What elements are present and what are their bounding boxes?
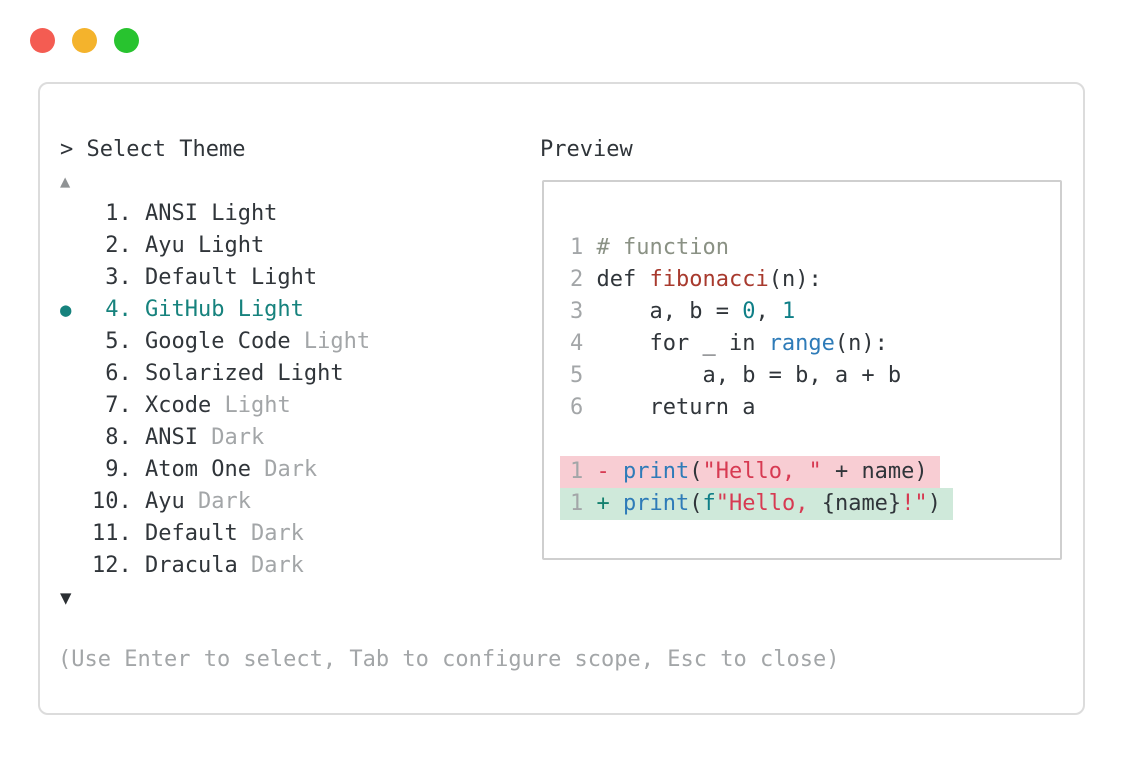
theme-item-label: 3. Default Light xyxy=(92,265,318,290)
line-number: 2 xyxy=(570,267,597,292)
keyboard-hint: (Use Enter to select, Tab to configure s… xyxy=(58,647,840,672)
theme-list-item[interactable]: 9. Atom One Dark xyxy=(60,454,370,486)
palette-header: > Select Theme xyxy=(60,134,245,166)
theme-item-label: 11. Default Dark xyxy=(92,521,304,546)
line-number: 3 xyxy=(570,299,597,324)
theme-variant-suffix: Dark xyxy=(197,425,265,450)
code-token: , xyxy=(755,299,782,324)
code-line: 2 def fibonacci(n): xyxy=(570,264,953,296)
theme-list-item[interactable]: 10. Ayu Dark xyxy=(60,486,370,518)
selected-bullet-icon xyxy=(60,326,92,358)
selected-bullet-icon: ● xyxy=(60,299,72,321)
selected-bullet-icon xyxy=(60,262,92,294)
theme-list: 1. ANSI Light 2. Ayu Light 3. Default Li… xyxy=(60,198,370,582)
selected-bullet-icon xyxy=(60,550,92,582)
theme-item-label: 1. ANSI Light xyxy=(92,201,278,226)
theme-item-label: 12. Dracula Dark xyxy=(92,553,304,578)
theme-list-item[interactable]: 12. Dracula Dark xyxy=(60,550,370,582)
theme-variant-suffix: Light xyxy=(290,329,371,354)
code-token: a, b = b, a + b xyxy=(596,363,902,388)
selected-bullet-icon xyxy=(60,486,92,518)
theme-palette-panel: > Select Theme ▲ 1. ANSI Light 2. Ayu Li… xyxy=(38,82,1085,715)
theme-list-item[interactable]: 1. ANSI Light xyxy=(60,198,370,230)
selected-bullet-icon xyxy=(60,518,92,550)
diff-minus-icon: - xyxy=(583,459,623,484)
code-token: "Hello, xyxy=(715,491,822,516)
line-number: 5 xyxy=(570,363,597,388)
palette-title: Select Theme xyxy=(86,137,246,162)
theme-item-label: 5. Google Code Light xyxy=(92,329,371,354)
code-token: + name) xyxy=(821,459,928,484)
code-line: 3 a, b = 0, 1 xyxy=(570,296,953,328)
code-token: 0 xyxy=(742,299,756,324)
minimize-window-icon[interactable] xyxy=(72,28,97,53)
theme-list-item[interactable]: 2. Ayu Light xyxy=(60,230,370,262)
code-token: ) xyxy=(927,491,941,516)
line-number: 1 xyxy=(570,459,584,484)
code-token: "Hello, " xyxy=(702,459,822,484)
selected-bullet-icon xyxy=(60,422,92,454)
code-token: !" xyxy=(901,491,928,516)
code-token: f xyxy=(702,491,716,516)
theme-list-item[interactable]: 7. Xcode Light xyxy=(60,390,370,422)
line-number: 4 xyxy=(570,331,597,356)
line-number: 1 xyxy=(570,491,584,516)
selected-bullet-icon xyxy=(60,198,92,230)
code-token: print xyxy=(623,459,690,484)
code-token: print xyxy=(623,491,690,516)
diff-removed-line: 1 - print("Hello, " + name) xyxy=(560,456,940,488)
selected-bullet-icon xyxy=(60,390,92,422)
theme-item-label: 7. Xcode Light xyxy=(92,393,291,418)
code-token: fibonacci xyxy=(649,267,769,292)
scroll-down-icon[interactable]: ▼ xyxy=(60,587,72,609)
code-line: 4 for _ in range(n): xyxy=(570,328,953,360)
theme-variant-suffix: Dark xyxy=(237,553,304,578)
theme-list-item[interactable]: 6. Solarized Light xyxy=(60,358,370,390)
theme-list-item[interactable]: ● 4. GitHub Light xyxy=(60,294,370,326)
prompt-marker-icon: > xyxy=(60,137,74,162)
close-window-icon[interactable] xyxy=(30,28,55,53)
code-token: def xyxy=(596,267,650,292)
theme-list-item[interactable]: 11. Default Dark xyxy=(60,518,370,550)
theme-list-item[interactable]: 8. ANSI Dark xyxy=(60,422,370,454)
line-number: 6 xyxy=(570,395,597,420)
code-line: 6 return a xyxy=(570,392,953,424)
theme-list-item[interactable]: 5. Google Code Light xyxy=(60,326,370,358)
code-token: # function xyxy=(596,235,729,260)
line-number: 1 xyxy=(570,235,597,260)
theme-variant-suffix: Light xyxy=(211,393,291,418)
selected-bullet-icon xyxy=(60,358,92,390)
code-token: range xyxy=(768,331,835,356)
code-line: 5 a, b = b, a + b xyxy=(570,360,953,392)
selected-bullet-icon xyxy=(60,230,92,262)
theme-item-label: 6. Solarized Light xyxy=(92,361,344,386)
code-token: a, b = xyxy=(596,299,743,324)
code-token: for _ in xyxy=(596,331,769,356)
theme-variant-suffix: Dark xyxy=(250,457,318,482)
preview-title: Preview xyxy=(540,137,633,162)
theme-item-label: 4. GitHub Light xyxy=(92,297,304,322)
diff-plus-icon: + xyxy=(583,491,623,516)
theme-item-label: 9. Atom One Dark xyxy=(92,457,318,482)
theme-item-label: 2. Ayu Light xyxy=(92,233,265,258)
code-token: return a xyxy=(596,395,756,420)
code-line: 1 # function xyxy=(570,232,953,264)
zoom-window-icon[interactable] xyxy=(114,28,139,53)
theme-variant-suffix: Dark xyxy=(184,489,251,514)
code-token: {name} xyxy=(821,491,902,516)
scroll-up-icon[interactable]: ▲ xyxy=(60,172,71,192)
theme-item-label: 8. ANSI Dark xyxy=(92,425,265,450)
code-token: (n): xyxy=(834,331,888,356)
theme-variant-suffix: Dark xyxy=(237,521,304,546)
selected-bullet-icon xyxy=(60,454,92,486)
theme-list-item[interactable]: 3. Default Light xyxy=(60,262,370,294)
code-token: ( xyxy=(689,459,703,484)
theme-item-label: 10. Ayu Dark xyxy=(92,489,251,514)
code-token: 1 xyxy=(781,299,796,324)
diff-added-line: 1 + print(f"Hello, {name}!") xyxy=(560,488,953,520)
code-token: (n): xyxy=(768,267,822,292)
code-token: ( xyxy=(689,491,703,516)
